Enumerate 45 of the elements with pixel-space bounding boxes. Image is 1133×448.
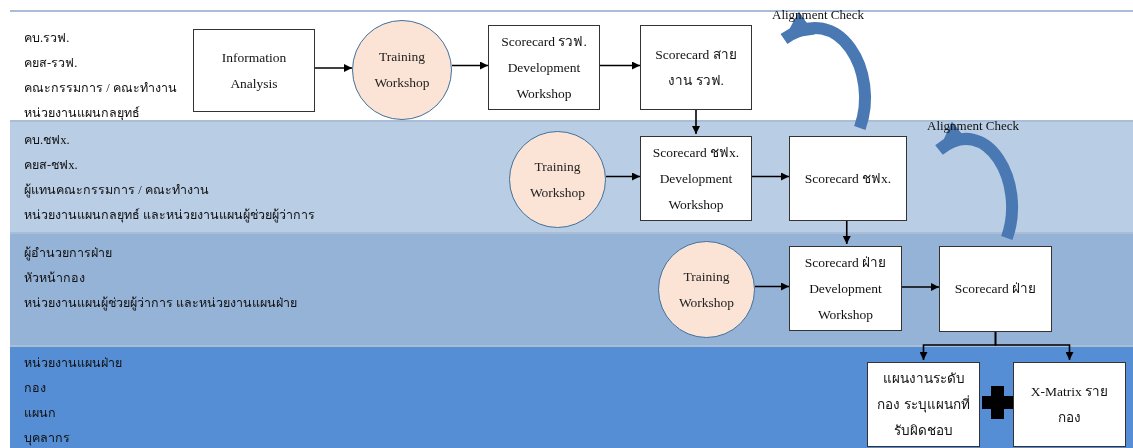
process-box: แผนงานระดับ กอง ระบุแผนกที่ รับผิดชอบ <box>867 362 980 447</box>
role-label: หน่วยงานแผนกลยุทธ์ <box>24 105 140 122</box>
swimlane-band <box>10 345 1133 448</box>
swimlane-band <box>10 10 1133 120</box>
process-box: Information Analysis <box>193 29 315 112</box>
arrow <box>605 172 641 181</box>
role-label: ผู้แทนคณะกรรมการ / คณะทำงาน <box>24 182 209 200</box>
arrow <box>751 172 790 181</box>
curved-arrow <box>935 123 1018 240</box>
role-label: คยส-รวฟ. <box>24 55 78 72</box>
role-label: หน่วยงานแผนกลยุทธ์ และหน่วยงานแผนผู้ช่วยผู้ว่าการ <box>24 207 316 225</box>
workshop-circle: Training Workshop <box>352 20 452 120</box>
role-label: กอง <box>24 380 46 397</box>
role-label: คบ.ชฟx. <box>24 132 70 149</box>
role-label: หัวหน้ากอง <box>24 270 85 287</box>
arrow <box>994 329 1074 361</box>
role-label: หน่วยงานแผนผู้ช่วยผู้ว่าการ และหน่วยงานแผนฝ่าย <box>24 295 298 313</box>
arrow <box>901 283 940 291</box>
process-box: X-Matrix รายกอง <box>1013 362 1126 447</box>
arrow <box>754 282 790 291</box>
process-box: Scorecard สายงาน รวฟ. <box>640 25 752 110</box>
arrow <box>314 64 353 72</box>
process-box: Scorecard ชฟx. <box>789 136 907 221</box>
role-label: คยส-ชฟx. <box>24 157 78 174</box>
arrow <box>692 107 700 135</box>
role-label: คณะกรรมการ / คณะทำงาน <box>24 80 177 97</box>
arrow <box>599 61 641 70</box>
process-box: Scorecard รวฟ. Development Workshop <box>488 25 600 110</box>
role-label: คบ.รวฟ. <box>24 30 70 47</box>
role-label: แผนก <box>24 405 56 422</box>
swimlane-band <box>10 232 1133 345</box>
workshop-circle: Training Workshop <box>509 131 606 228</box>
role-label: บุคลากร <box>24 430 70 448</box>
process-box: Scorecard ฝ่าย <box>939 246 1052 332</box>
arrow <box>451 61 489 70</box>
process-box: Scorecard ชฟx. Development Workshop <box>640 136 752 221</box>
curved-arrow <box>781 13 871 130</box>
arrow <box>842 218 851 245</box>
swimlane-band <box>10 120 1133 232</box>
process-box: Scorecard ฝ่าย Development Workshop <box>789 246 902 331</box>
role-label: หน่วยงานแผนฝ่าย <box>24 355 122 372</box>
edge-label: Alignment Check <box>927 118 1020 134</box>
role-label: ผู้อำนวยการฝ่าย <box>24 245 112 263</box>
edge-label: Alignment Check <box>772 7 865 23</box>
workshop-circle: Training Workshop <box>658 241 755 338</box>
